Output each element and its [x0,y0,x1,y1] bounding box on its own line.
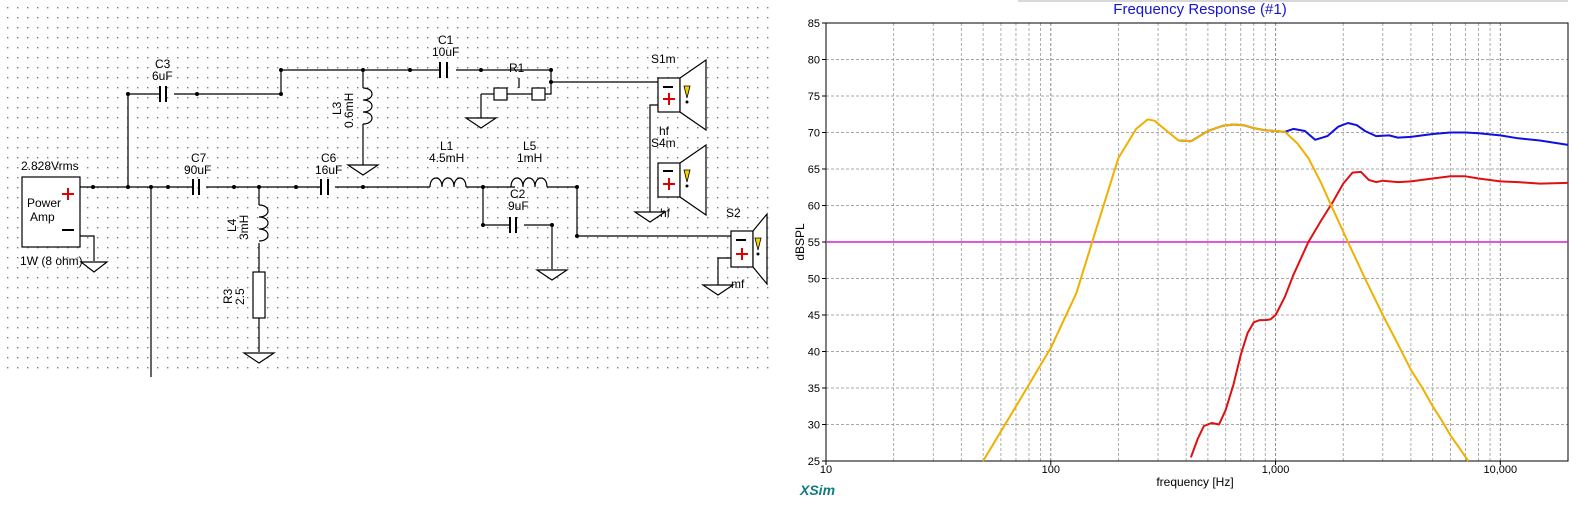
woofer-response-curve [982,118,1470,462]
y-tick-label: 75 [808,91,820,103]
l1-name: L1 [440,139,454,153]
c2-name: C2 [510,187,526,201]
l1-value: 4.5mH [429,151,464,165]
c7-name: C7 [191,151,207,165]
s4m-name: S4m [651,136,676,150]
ground-icon [464,117,498,129]
capacitor-c7[interactable]: C7 90uF [184,151,211,195]
plus-terminal-icon [62,188,74,200]
y-tick-label: 30 [808,420,820,432]
c6-value: 16uF [315,163,342,177]
resistor-r1[interactable]: R1 [493,61,546,101]
c6-name: C6 [321,151,337,165]
capacitor-c3[interactable]: C3 6uF [152,57,173,102]
capacitor-c1[interactable]: C1 10uF [432,33,459,78]
ground-icon [633,211,667,223]
l4-name: L4 [225,218,239,232]
y-tick-label: 60 [808,201,820,213]
x-tick-label: 10 [820,464,832,476]
c2-value: 9uF [508,199,529,213]
l5-name: L5 [523,139,537,153]
inductor-l1[interactable]: L1 4.5mH [429,139,467,188]
y-tick-label: 70 [808,128,820,140]
x-axis: 10 100 1,000 10,000 [820,461,1517,476]
y-tick-label: 65 [808,164,820,176]
y-tick-label: 45 [808,310,820,322]
s4m-tag: hf [660,206,671,220]
y-tick-label: 35 [808,383,820,395]
y-tick-label: 80 [808,55,820,67]
speaker-s4m[interactable]: S4m hf [651,136,707,220]
y-tick-label: 85 [808,18,820,30]
schematic-canvas[interactable]: Power Amp 2.828Vrms 1W (8 ohm) C3 6uF C1… [0,0,790,516]
c7-value: 90uF [184,163,211,177]
c1-name: C1 [438,33,454,47]
amp-voltage: 2.828Vrms [21,159,79,173]
xsim-brand-logo: XSim [799,482,835,498]
y-tick-label: 55 [808,237,820,249]
y-axis: 25 30 35 40 45 50 55 60 65 70 75 80 85 [808,18,826,468]
s1m-name: S1m [651,52,676,66]
c3-value: 6uF [152,69,173,83]
s2-name: S2 [726,206,741,220]
plot-grid [826,23,1568,461]
x-tick-label: 1,000 [1262,464,1290,476]
y-tick-label: 25 [808,456,820,468]
tweeter-response-curve [1189,170,1569,458]
capacitor-c6[interactable]: C6 16uF [315,151,342,195]
x-axis-label: frequency [Hz] [1156,475,1233,489]
capacitor-c2[interactable]: C2 9uF [508,187,529,233]
y-tick-label: 40 [808,347,820,359]
amp-power: 1W (8 ohm) [20,254,83,268]
inductor-l3[interactable]: L3 0.6mH [330,87,373,128]
speaker-s1m[interactable]: S1m hf [651,52,707,138]
plot-title: Frequency Response (#1) [1113,1,1286,18]
amp-name-line1: Power [27,196,61,210]
speaker-s2[interactable]: S2 mf [726,206,768,291]
l5-value: 1mH [517,151,542,165]
y-axis-label: dBSPL [793,223,807,261]
s1m-tag: hf [659,124,670,138]
r3-value: 2.5 [233,288,247,305]
c3-name: C3 [155,57,171,71]
resistor-r3[interactable]: R3 2.5 [221,271,266,319]
c1-value: 10uF [432,45,459,59]
l3-name: L3 [330,101,344,115]
l3-value: 0.6mH [342,93,356,128]
s2-tag: mf [731,277,745,291]
x-tick-label: 100 [1042,464,1060,476]
ground-icon [701,284,735,296]
amp-name-line2: Amp [30,210,55,224]
power-amp[interactable]: Power Amp [21,176,81,248]
plot-series [826,118,1569,462]
y-tick-label: 50 [808,274,820,286]
ground-icon [535,269,569,281]
l4-value: 3mH [237,215,251,240]
total-response-curve [1178,122,1569,146]
junctions [91,68,579,238]
ground-icon [242,352,276,364]
inductor-l4[interactable]: L4 3mH [225,204,269,242]
inductor-l5[interactable]: L5 1mH [510,139,548,188]
r3-name: R3 [221,288,235,304]
wires [80,69,731,377]
ground-icon [79,261,109,273]
x-tick-label: 10,000 [1484,464,1518,476]
ground-icon [346,164,380,176]
r1-name: R1 [509,61,525,75]
